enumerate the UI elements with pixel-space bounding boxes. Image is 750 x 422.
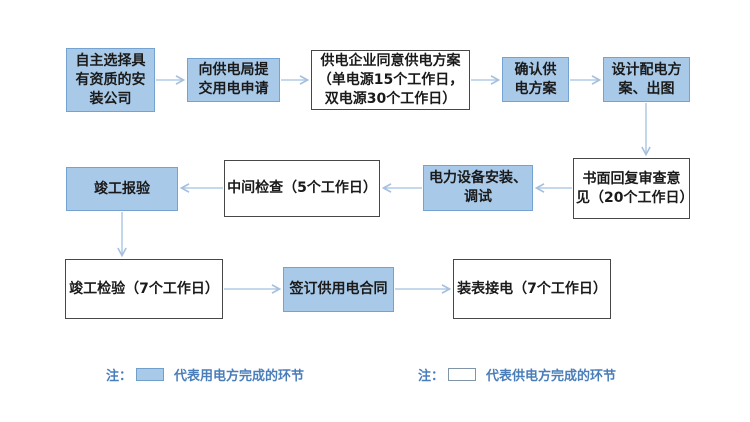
legend-consumer: 注： 代表用电方完成的环节 <box>106 366 305 384</box>
flow-box-written-review-reply: 书面回复审查意 见（20个工作日） <box>573 158 693 219</box>
legend-supplier-label: 代表供电方完成的环节 <box>486 368 617 384</box>
flow-box-confirm-supply-plan: 确认供 电方案 <box>502 57 569 102</box>
flow-box-completion-report: 竣工报验 <box>66 167 178 211</box>
legend-supplier-swatch <box>448 367 477 381</box>
flow-box-sign-contract: 签订供用电合同 <box>283 267 394 312</box>
flow-box-interim-inspection: 中间检查（5个工作日） <box>224 160 380 217</box>
legend-consumer-label: 代表用电方完成的环节 <box>174 368 305 384</box>
flow-box-select-installer: 自主选择具 有资质的安 装公司 <box>66 48 155 112</box>
flow-box-supply-plan-approval: 供电企业同意供电方案 （单电源15个工作日， 双电源30个工作日） <box>311 50 470 110</box>
flow-box-completion-inspection: 竣工检验（7个工作日） <box>65 259 223 319</box>
flow-box-submit-application: 向供电局提 交用电申请 <box>187 58 280 102</box>
legend-supplier-note: 注： <box>418 368 445 384</box>
legend-consumer-note: 注： <box>106 368 133 384</box>
legend-supplier: 注： 代表供电方完成的环节 <box>418 366 617 384</box>
flow-box-meter-connection: 装表接电（7个工作日） <box>453 259 611 319</box>
legend-consumer-swatch <box>136 367 165 381</box>
flow-box-equipment-install: 电力设备安装、 调试 <box>423 165 533 211</box>
flow-box-design-drawings: 设计配电方 案、出图 <box>603 57 690 102</box>
